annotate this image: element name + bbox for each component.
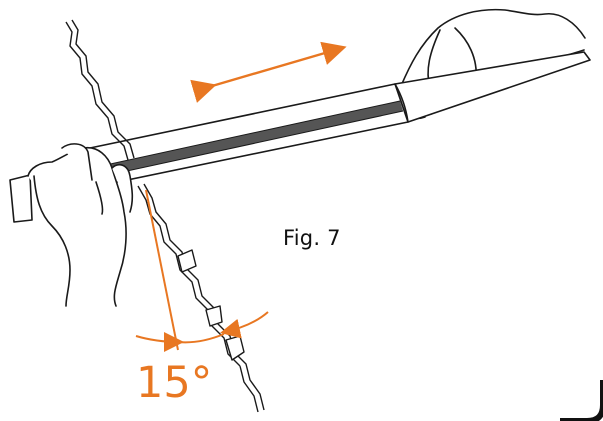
angle-indicator [135, 189, 269, 352]
left-hand-illustration [9, 143, 134, 307]
rod-illustration [89, 83, 409, 187]
frame-corner [560, 380, 603, 421]
handle-illustration [394, 51, 591, 123]
chain-illustration [65, 19, 265, 413]
angle-label: 15° [136, 358, 213, 408]
figure-label: Fig. 7 [283, 226, 341, 250]
motion-arrow [190, 41, 347, 103]
